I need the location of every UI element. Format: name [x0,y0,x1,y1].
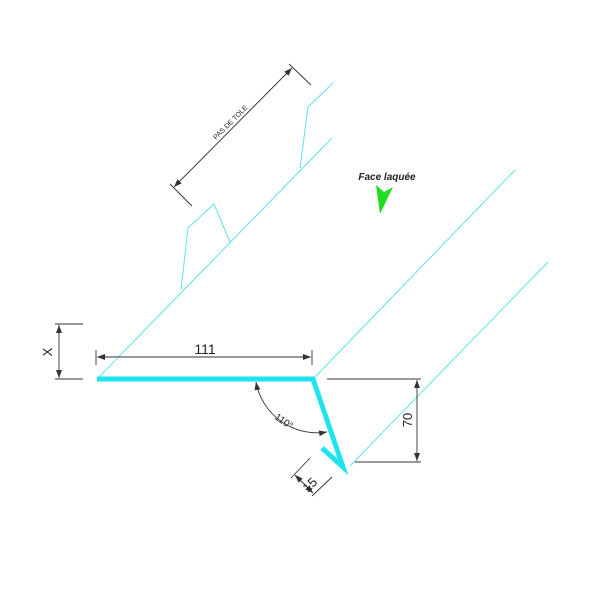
hook-dimension: 15 [290,457,333,497]
pitch-dimension: PAS DE TOLE [169,63,312,207]
hook-label: 15 [299,474,320,495]
x-label: X [40,347,55,356]
panel-drip-line [349,261,549,467]
panel-rib-2 [299,82,334,169]
panel-rib-1 [180,203,231,291]
height-dimension: 70 [327,378,421,463]
arrow-down-icon [376,185,393,214]
panel-edge-line [96,137,333,380]
panel-lines [96,82,549,467]
pitch-label: PAS DE TOLE [213,104,250,141]
width-dimension: 111 [95,341,313,365]
x-dimension: X [40,323,83,380]
panel-fold-line [312,169,516,380]
flashing-profile [97,376,349,476]
width-label: 111 [194,341,215,357]
height-label: 70 [400,413,415,427]
angle-label: 110° [272,412,295,432]
face-label: Face laquée [358,172,416,183]
